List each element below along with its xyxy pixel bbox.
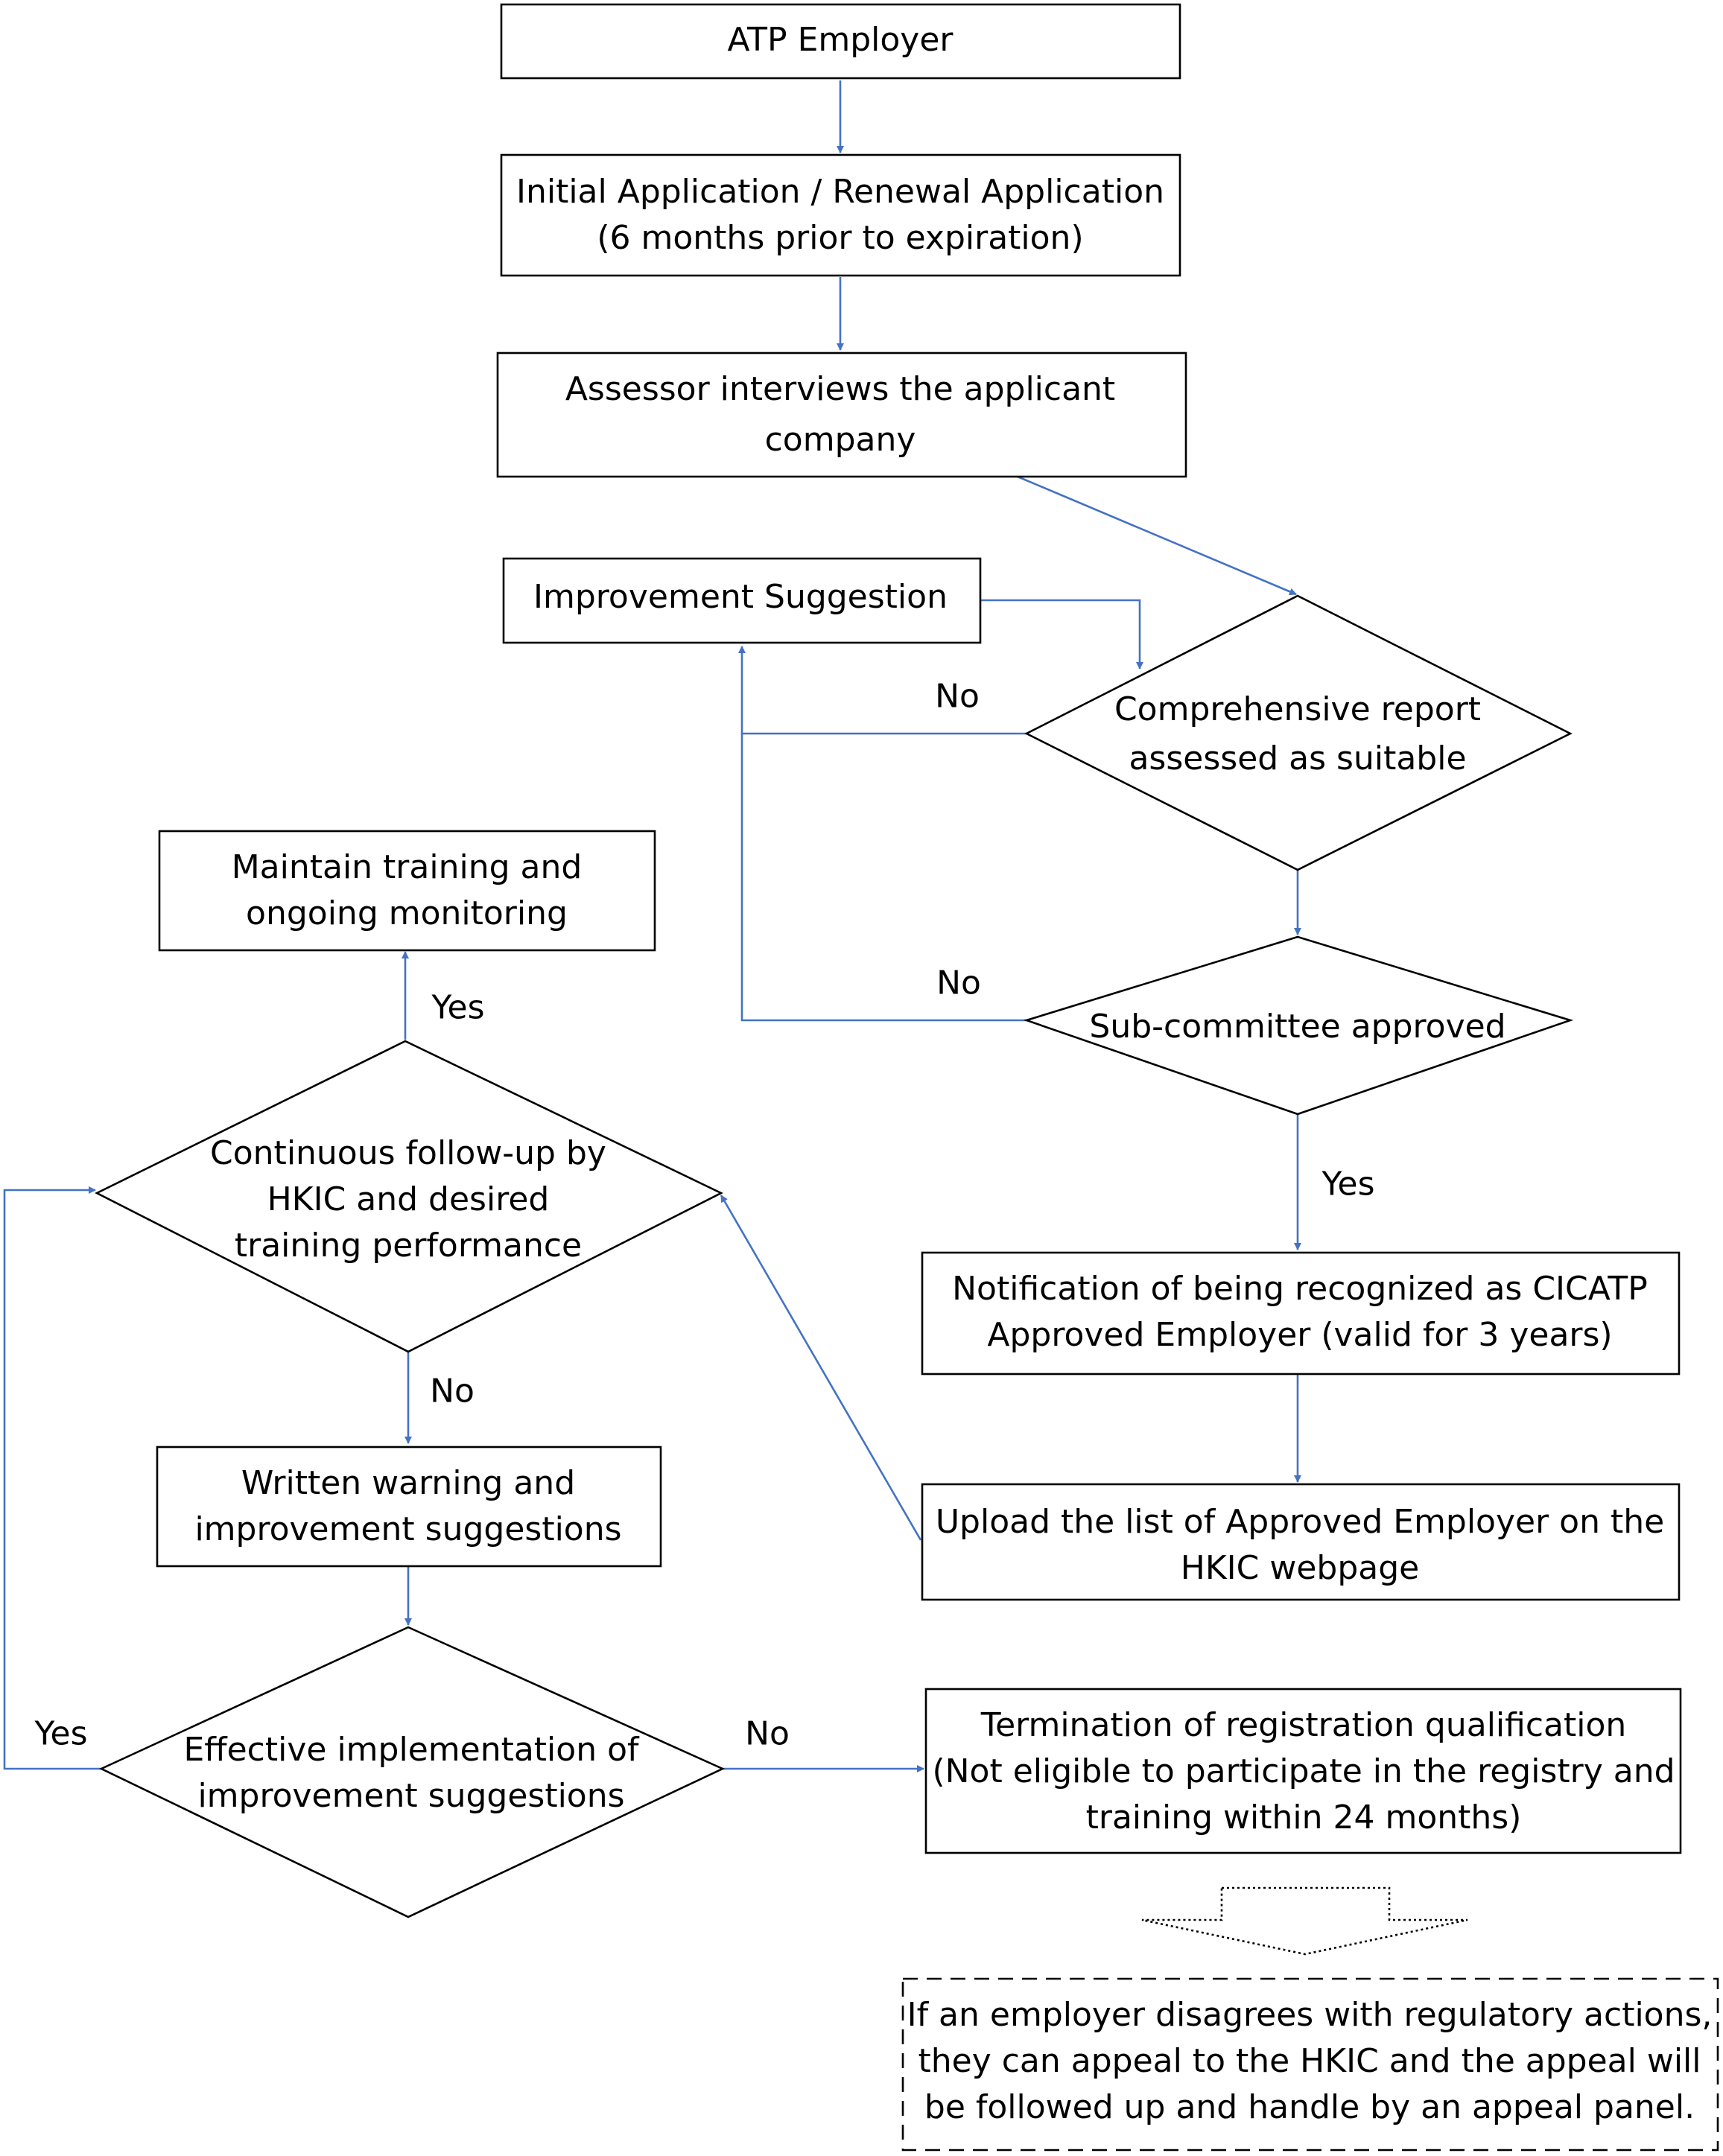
application-line-1: Initial Application / Renewal Applicatio… <box>516 173 1164 211</box>
effective-line-2: improvement suggestions <box>197 1777 624 1815</box>
atp-employer-line-1: ATP Employer <box>727 21 953 59</box>
label-upload: Upload the list of Approved Employer on … <box>936 1503 1664 1587</box>
diamond-continuous <box>95 1040 723 1353</box>
arrow-comprehensive-no <box>738 646 1026 735</box>
arrow-subcommittee-no <box>740 734 1026 1022</box>
node-labels: ATP Employer Initial Application / Renew… <box>184 21 1713 2126</box>
label-yes-continuous: Yes <box>431 989 484 1027</box>
label-continuous: Continuous follow-up by HKIC and desired t… <box>210 1134 606 1265</box>
assessor-line-2: company <box>765 421 916 459</box>
diamond-comprehensive <box>1024 594 1573 871</box>
improvement-line-1: Improvement Suggestion <box>533 578 948 616</box>
appeal-line-3: be followed up and handle by an appeal p… <box>924 2088 1695 2126</box>
effective-line-1: Effective implementation of <box>184 1731 640 1769</box>
assessor-line-1: Assessor interviews the applicant <box>565 370 1115 408</box>
notification-line-1: Notification of being recognized as CICA… <box>952 1270 1648 1308</box>
upload-line-1: Upload the list of Approved Employer on … <box>936 1503 1664 1541</box>
arrow-improvement-to-comprehensive <box>980 599 1143 670</box>
continuous-line-1: Continuous follow-up by <box>210 1134 606 1172</box>
warning-line-1: Written warning and <box>241 1464 575 1502</box>
label-effective: Effective implementation of improvement s… <box>184 1731 640 1815</box>
appeal-line-2: they can appeal to the HKIC and the appe… <box>918 2042 1701 2080</box>
label-application: Initial Application / Renewal Applicatio… <box>516 173 1164 257</box>
box-appeal <box>901 1977 1719 2152</box>
box-upload <box>921 1483 1681 1601</box>
label-no-effective: No <box>745 1715 790 1753</box>
box-termination <box>924 1688 1682 1854</box>
box-notification <box>921 1251 1681 1376</box>
label-termination: Termination of registration qualificatio… <box>932 1706 1675 1837</box>
arrow-assessor-to-comprehensive <box>1017 475 1297 596</box>
maintain-line-1: Maintain training and <box>232 848 583 886</box>
dotted-down-arrow <box>1141 1886 1468 1956</box>
arrow-effective-yes <box>3 1186 101 1770</box>
edge-labels: No No Yes Yes No Yes No <box>34 678 1374 1753</box>
appeal-line-1: If an employer disagrees with regulatory… <box>907 1996 1713 2034</box>
label-no-subcommittee: No <box>936 964 981 1002</box>
box-assessor <box>496 352 1187 478</box>
comprehensive-line-1: Comprehensive report <box>1114 690 1481 728</box>
upload-line-2: HKIC webpage <box>1181 1549 1420 1587</box>
box-atp-employer <box>500 3 1181 80</box>
box-application <box>500 153 1181 277</box>
termination-line-1: Termination of registration qualificatio… <box>980 1706 1627 1744</box>
maintain-line-2: ongoing monitoring <box>246 894 568 932</box>
termination-line-2: (Not eligible to participate in the regi… <box>932 1752 1675 1790</box>
application-line-2: (6 months prior to expiration) <box>597 219 1083 257</box>
continuous-line-2: HKIC and desired <box>267 1180 550 1218</box>
diamond-effective <box>98 1626 726 1918</box>
label-assessor: Assessor interviews the applicant company <box>565 370 1115 459</box>
comprehensive-line-2: assessed as suitable <box>1129 740 1466 778</box>
connectors <box>3 80 1301 1772</box>
label-warning: Written warning and improvement suggestio… <box>194 1464 621 1548</box>
continuous-line-3: training performance <box>235 1227 582 1265</box>
label-maintain: Maintain training and ongoing monitoring <box>232 848 583 932</box>
label-notification: Notification of being recognized as CICA… <box>952 1270 1648 1354</box>
label-no-continuous: No <box>430 1373 475 1411</box>
subcommittee-line-1: Sub-committee approved <box>1089 1008 1505 1046</box>
diamond-subcommittee <box>1023 935 1574 1116</box>
label-subcommittee: Sub-committee approved <box>1089 1008 1505 1046</box>
label-yes-effective: Yes <box>34 1715 87 1753</box>
label-yes-subcommittee: Yes <box>1321 1166 1374 1203</box>
label-no-comprehensive: No <box>935 678 980 716</box>
label-improvement: Improvement Suggestion <box>533 578 948 616</box>
arrow-upload-to-continuous <box>720 1195 922 1541</box>
label-atp-employer: ATP Employer <box>727 21 953 59</box>
box-warning <box>156 1446 662 1568</box>
box-improvement <box>502 557 982 644</box>
shapes <box>95 3 1682 1918</box>
termination-line-3: training within 24 months) <box>1086 1799 1522 1837</box>
label-comprehensive: Comprehensive report assessed as suitable <box>1114 690 1481 778</box>
label-appeal: If an employer disagrees with regulatory… <box>907 1996 1713 2126</box>
notification-line-2: Approved Employer (valid for 3 years) <box>987 1316 1612 1354</box>
warning-line-2: improvement suggestions <box>194 1510 621 1548</box>
box-maintain <box>158 830 656 952</box>
